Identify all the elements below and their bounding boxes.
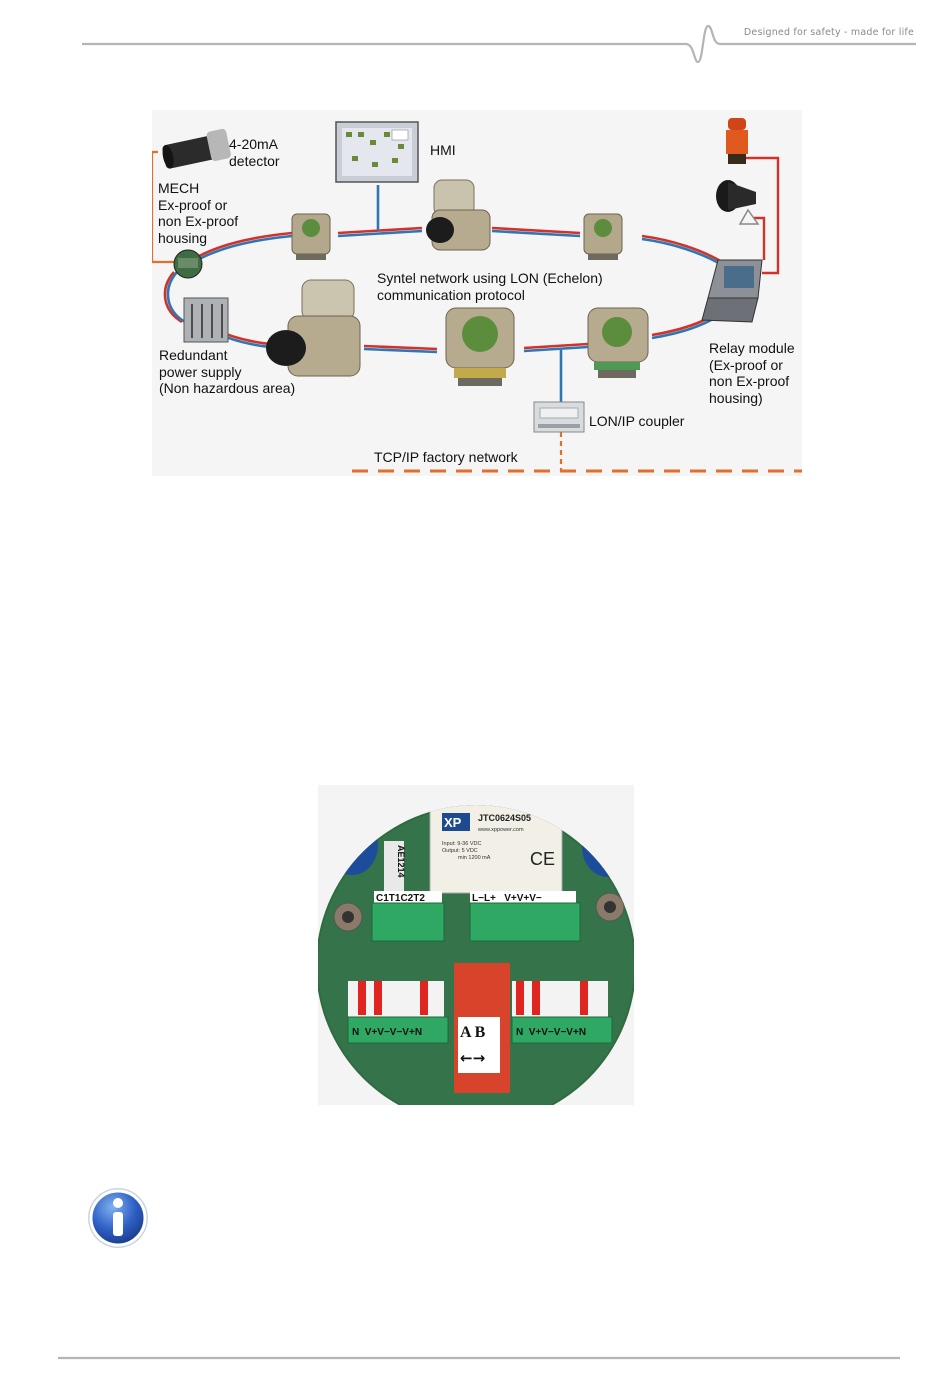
info-icon (88, 1188, 148, 1248)
label-hmi: HMI (430, 142, 456, 158)
label-coupler: LON/IP coupler (589, 413, 685, 429)
terminal-top-left-label: C1T1C2T2 (376, 893, 425, 904)
module-ce-mark: CE (530, 849, 555, 869)
network-diagram: 4-20mA detector MECH Ex-proof or non Ex-… (152, 110, 802, 476)
chip-label: AE1214 (396, 845, 406, 878)
module-part: JTC0624S05 (478, 813, 531, 823)
footer-rule (58, 1356, 900, 1360)
label-detector: 4-20mA detector (229, 136, 280, 169)
label-relay: Relay module (Ex-proof or non Ex-proof h… (709, 340, 795, 406)
label-mech: MECH Ex-proof or non Ex-proof housing (158, 180, 239, 246)
label-network: Syntel network using LON (Echelon) commu… (377, 270, 603, 303)
module-brand: XP (444, 815, 462, 830)
terminal-bottom-right-label: N V+V−V−V+N (516, 1027, 586, 1038)
module-url: www.xppower.com (477, 827, 524, 833)
terminal-bottom-left-label: N V+V−V−V+N (352, 1027, 422, 1038)
module-spec-2: Output: 5 VDC (442, 848, 478, 854)
relay-board-photo: XP JTC0624S05 www.xppower.com Input: 9-3… (318, 785, 634, 1105)
module-spec-1: Input: 9-36 VDC (442, 841, 481, 847)
label-power: Redundant power supply (Non hazardous ar… (159, 347, 296, 396)
header-rule (82, 24, 916, 64)
label-tcpip: TCP/IP factory network (374, 449, 518, 465)
switch-arrows: ←→ (460, 1049, 485, 1067)
module-spec-3: min 1200 mA (458, 855, 491, 861)
header-tagline: Designed for safety - made for life (743, 27, 914, 38)
switch-label: A B (460, 1024, 486, 1041)
terminal-top-right-label: L−L+ V+V+V− (472, 893, 542, 904)
